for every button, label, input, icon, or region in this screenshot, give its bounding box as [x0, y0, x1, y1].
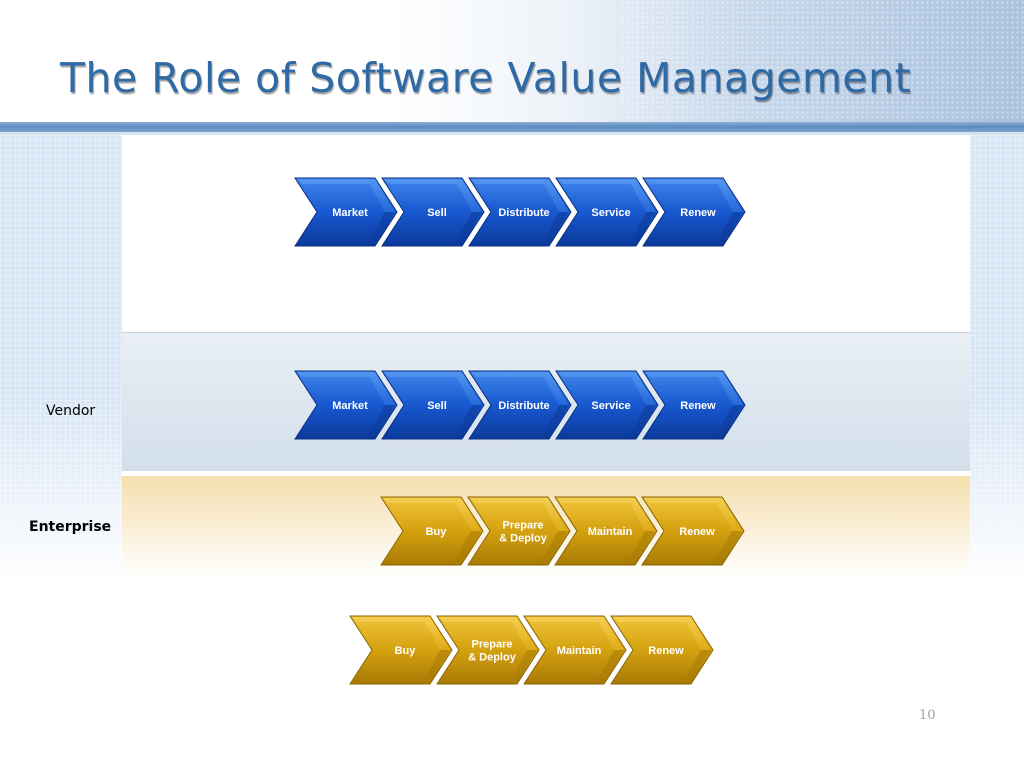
title-divider	[0, 122, 1024, 132]
chevron-label: Buy	[426, 526, 448, 538]
chevron-step-market: Market	[294, 370, 398, 440]
chevron-label: Sell	[427, 400, 447, 412]
chevron-step-sell: Sell	[381, 177, 485, 247]
chevron-step-distribute: Distribute	[468, 370, 572, 440]
title-divider-highlight	[0, 132, 1024, 135]
chevron-step-prepare-and-deploy: Prepare& Deploy	[467, 496, 571, 566]
chevron-step-renew: Renew	[641, 496, 745, 566]
chevron-label: Market	[332, 400, 368, 412]
chevron-step-sell: Sell	[381, 370, 485, 440]
chevron-label: Sell	[427, 207, 447, 219]
chevron-label: Distribute	[498, 207, 549, 219]
chevron-label: Market	[332, 207, 368, 219]
enterprise-row-label: Enterprise	[29, 519, 112, 535]
chevron-label: Renew	[680, 400, 716, 412]
chevron-step-market: Market	[294, 177, 398, 247]
left-panel-fade	[0, 400, 122, 585]
chevron-step-renew: Renew	[642, 177, 746, 247]
vendor-row-label: Vendor	[46, 403, 96, 419]
chevron-step-service: Service	[555, 177, 659, 247]
header-background	[0, 0, 1024, 122]
chevron-label: & Deploy	[499, 533, 548, 545]
chevron-step-service: Service	[555, 370, 659, 440]
chevron-label: Buy	[395, 645, 417, 657]
chevron-step-buy: Buy	[380, 496, 484, 566]
chevron-label: Maintain	[557, 645, 602, 657]
chevron-label: Prepare	[472, 639, 513, 651]
chevron-step-renew: Renew	[642, 370, 746, 440]
chevron-label: Service	[591, 207, 630, 219]
chevron-step-prepare-and-deploy: Prepare& Deploy	[436, 615, 540, 685]
chevron-step-renew: Renew	[610, 615, 714, 685]
chevron-label: Renew	[648, 645, 684, 657]
slide-title: The Role of Software Value Management	[60, 54, 912, 102]
chevron-label: Service	[591, 400, 630, 412]
chevron-step-maintain: Maintain	[554, 496, 658, 566]
chevron-label: Maintain	[588, 526, 633, 538]
chevron-step-buy: Buy	[349, 615, 453, 685]
chevron-step-maintain: Maintain	[523, 615, 627, 685]
chevron-label: Renew	[680, 207, 716, 219]
chevron-label: Prepare	[503, 520, 544, 532]
page-number: 10	[919, 708, 936, 723]
right-panel-fade	[970, 400, 1024, 585]
chevron-label: Distribute	[498, 400, 549, 412]
header-dot-pattern	[620, 0, 1024, 118]
chevron-label: Renew	[679, 526, 715, 538]
chevron-label: & Deploy	[468, 652, 517, 664]
chevron-step-distribute: Distribute	[468, 177, 572, 247]
